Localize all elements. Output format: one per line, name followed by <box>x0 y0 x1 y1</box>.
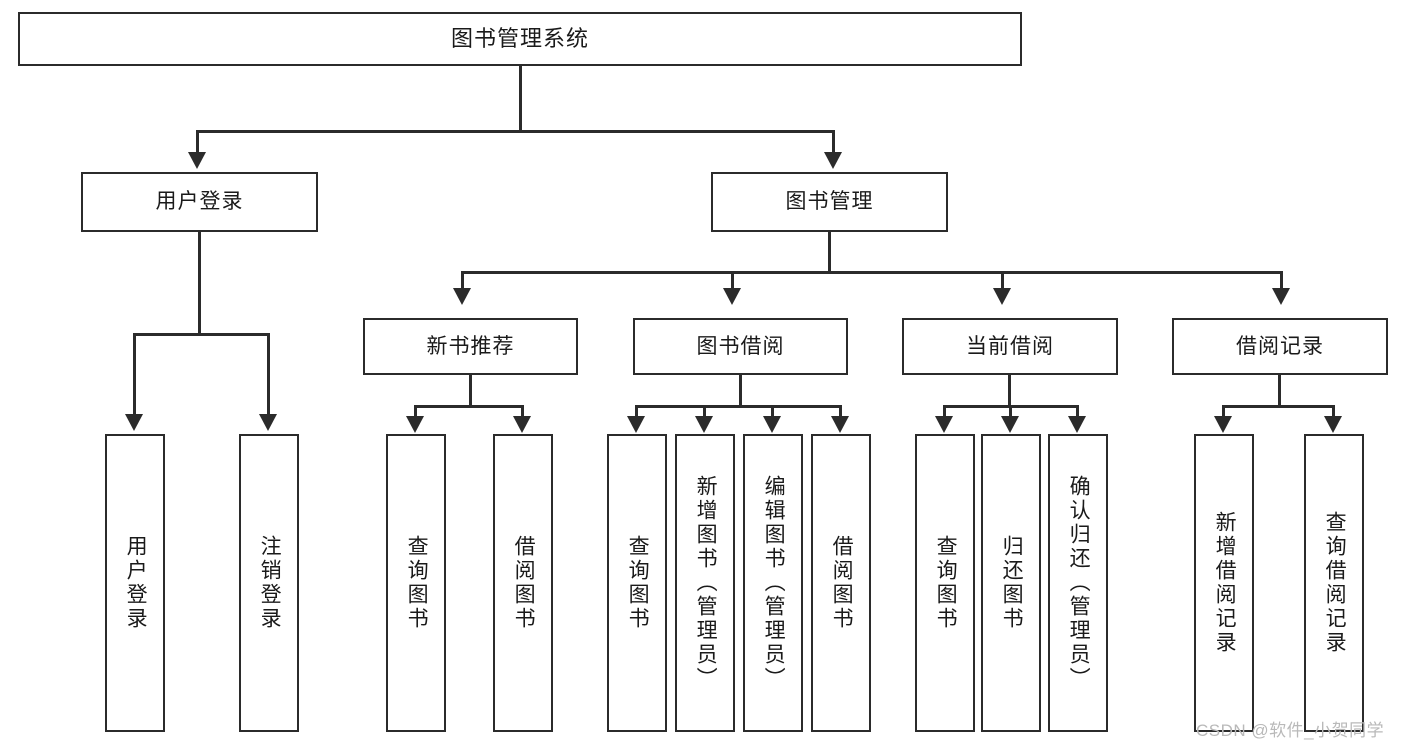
node-user-login[interactable]: 用户登录 <box>81 172 318 232</box>
connector-cb-to-leaf-2 <box>1009 405 1012 422</box>
connector-book-borrow-stem <box>739 375 742 407</box>
arrow-bm-to-borrow-record <box>1272 288 1290 305</box>
node-label: 查询图书 <box>934 535 958 631</box>
node-label: 查询图书 <box>626 535 650 631</box>
arrow-bm-to-new-book <box>453 288 471 305</box>
connector-borrow-record-stem <box>1278 375 1281 407</box>
arrow-bm-to-current-borrow <box>993 288 1011 305</box>
arrow-new-book-to-leaf-2 <box>513 416 531 433</box>
arrow-bb-to-leaf-2 <box>695 416 713 433</box>
node-label: 新增借阅记录 <box>1213 511 1237 655</box>
connector-bm-to-book-borrow <box>731 271 734 293</box>
connector-book-borrow-bus <box>635 405 842 408</box>
node-label: 编辑图书（管理员） <box>762 475 786 691</box>
connector-user-login-stem <box>198 232 201 335</box>
connector-bb-to-leaf-3 <box>771 405 774 422</box>
node-label: 借阅图书 <box>830 535 854 631</box>
arrow-cb-to-leaf-2 <box>1001 416 1019 433</box>
connector-user-login-to-leaf-1 <box>133 333 136 419</box>
connector-user-login-to-leaf-2 <box>267 333 270 419</box>
node-label: 借阅记录 <box>1236 334 1324 358</box>
node-label: 注销登录 <box>258 535 282 631</box>
arrow-new-book-to-leaf-1 <box>406 416 424 433</box>
connector-borrow-record-bus <box>1222 405 1335 408</box>
leaf-return-book[interactable]: 归还图书 <box>981 434 1041 732</box>
connector-new-book-to-leaf-2 <box>521 405 524 422</box>
leaf-add-book[interactable]: 新增图书（管理员） <box>675 434 735 732</box>
leaf-user-login[interactable]: 用户登录 <box>105 434 165 732</box>
leaf-confirm-return[interactable]: 确认归还（管理员） <box>1048 434 1108 732</box>
connector-bm-to-new-book <box>461 271 464 293</box>
connector-root-stem <box>519 66 522 132</box>
leaf-borrow-book-recommend[interactable]: 借阅图书 <box>493 434 553 732</box>
node-label: 用户登录 <box>124 535 148 631</box>
connector-br-to-leaf-2 <box>1332 405 1335 422</box>
connector-current-borrow-stem <box>1008 375 1011 407</box>
arrow-cb-to-leaf-3 <box>1068 416 1086 433</box>
arrow-root-to-book-management <box>824 152 842 169</box>
leaf-query-book-recommend[interactable]: 查询图书 <box>386 434 446 732</box>
arrow-br-to-leaf-2 <box>1324 416 1342 433</box>
arrow-bm-to-book-borrow <box>723 288 741 305</box>
leaf-borrow-book[interactable]: 借阅图书 <box>811 434 871 732</box>
node-book-management[interactable]: 图书管理 <box>711 172 948 232</box>
csdn-watermark: CSDN @软件_小贺同学 <box>1196 721 1385 740</box>
node-root-book-management-system[interactable]: 图书管理系统 <box>18 12 1022 66</box>
node-current-borrow[interactable]: 当前借阅 <box>902 318 1118 375</box>
connector-root-bus <box>196 130 835 133</box>
arrow-bb-to-leaf-4 <box>831 416 849 433</box>
arrow-br-to-leaf-1 <box>1214 416 1232 433</box>
leaf-edit-book[interactable]: 编辑图书（管理员） <box>743 434 803 732</box>
node-book-borrow[interactable]: 图书借阅 <box>633 318 848 375</box>
leaf-query-book-current[interactable]: 查询图书 <box>915 434 975 732</box>
node-label: 新增图书（管理员） <box>694 475 718 691</box>
node-label: 图书管理系统 <box>450 25 589 51</box>
node-label: 当前借阅 <box>966 334 1054 358</box>
connector-root-to-user-login <box>196 130 199 158</box>
node-label: 查询借阅记录 <box>1323 511 1347 655</box>
leaf-add-borrow-record[interactable]: 新增借阅记录 <box>1194 434 1254 732</box>
arrow-bb-to-leaf-1 <box>627 416 645 433</box>
connector-bb-to-leaf-2 <box>703 405 706 422</box>
leaf-query-book-borrow[interactable]: 查询图书 <box>607 434 667 732</box>
leaf-query-borrow-record[interactable]: 查询借阅记录 <box>1304 434 1364 732</box>
connector-cb-to-leaf-3 <box>1076 405 1079 422</box>
connector-new-book-bus <box>414 405 524 408</box>
node-borrow-record[interactable]: 借阅记录 <box>1172 318 1388 375</box>
arrow-root-to-user-login <box>188 152 206 169</box>
node-new-book-recommend[interactable]: 新书推荐 <box>363 318 578 375</box>
arrow-cb-to-leaf-1 <box>935 416 953 433</box>
arrow-bb-to-leaf-3 <box>763 416 781 433</box>
node-label: 用户登录 <box>155 190 244 214</box>
connector-new-book-to-leaf-1 <box>414 405 417 422</box>
node-label: 查询图书 <box>405 535 429 631</box>
node-label: 归还图书 <box>1000 535 1024 631</box>
node-label: 图书借阅 <box>696 334 785 358</box>
node-label: 借阅图书 <box>512 535 536 631</box>
connector-book-management-bus <box>461 271 1283 274</box>
connector-book-management-stem <box>828 232 831 274</box>
connector-br-to-leaf-1 <box>1222 405 1225 422</box>
arrow-user-login-to-leaf-1 <box>125 414 143 431</box>
connector-bm-to-current-borrow <box>1001 271 1004 293</box>
connector-cb-to-leaf-1 <box>943 405 946 422</box>
arrow-user-login-to-leaf-2 <box>259 414 277 431</box>
connector-root-to-book-management <box>832 130 835 158</box>
connector-user-login-bus <box>133 333 270 336</box>
connector-bb-to-leaf-1 <box>635 405 638 422</box>
connector-bb-to-leaf-4 <box>839 405 842 422</box>
node-label: 新书推荐 <box>426 334 515 358</box>
node-label: 确认归还（管理员） <box>1067 475 1091 691</box>
connector-bm-to-borrow-record <box>1280 271 1283 293</box>
connector-new-book-stem <box>469 375 472 407</box>
node-label: 图书管理 <box>785 190 874 214</box>
leaf-logout-login[interactable]: 注销登录 <box>239 434 299 732</box>
